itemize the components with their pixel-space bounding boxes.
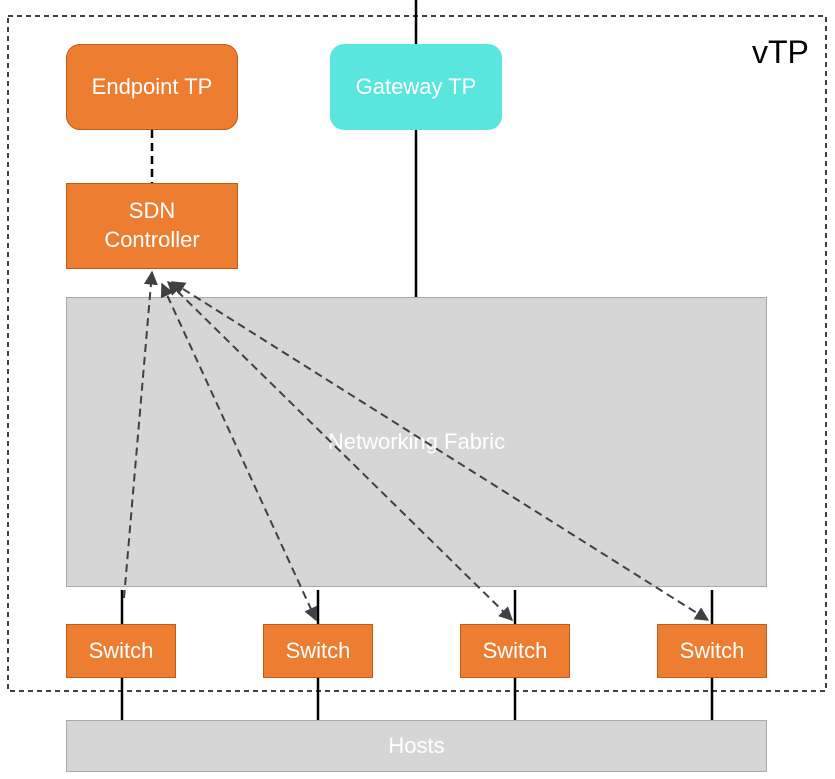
switch-node-2: Switch (263, 624, 373, 678)
networking-fabric-label: Networking Fabric (327, 428, 506, 454)
switch-label: Switch (482, 637, 548, 663)
hosts-block: Hosts (66, 720, 767, 772)
endpoint-tp-label: Endpoint TP (91, 73, 213, 99)
switch-node-3: Switch (460, 624, 570, 678)
switch-label: Switch (679, 637, 745, 663)
sdn-controller-label-line-2: Controller (104, 227, 200, 252)
endpoint-tp-node: Endpoint TP (66, 44, 238, 130)
switch-label: Switch (88, 637, 154, 663)
switch-node-4: Switch (657, 624, 767, 678)
sdn-controller-label-line-1: SDN (128, 198, 176, 224)
switch-label: Switch (285, 637, 351, 663)
networking-fabric: Networking Fabric (66, 297, 767, 587)
sdn-controller-node: SDN Controller (66, 183, 238, 269)
hosts-label: Hosts (388, 732, 445, 758)
vtp-label: vTP (752, 34, 809, 70)
switch-node-1: Switch (66, 624, 176, 678)
gateway-tp-node: Gateway TP (330, 44, 502, 130)
gateway-tp-label: Gateway TP (355, 73, 477, 99)
